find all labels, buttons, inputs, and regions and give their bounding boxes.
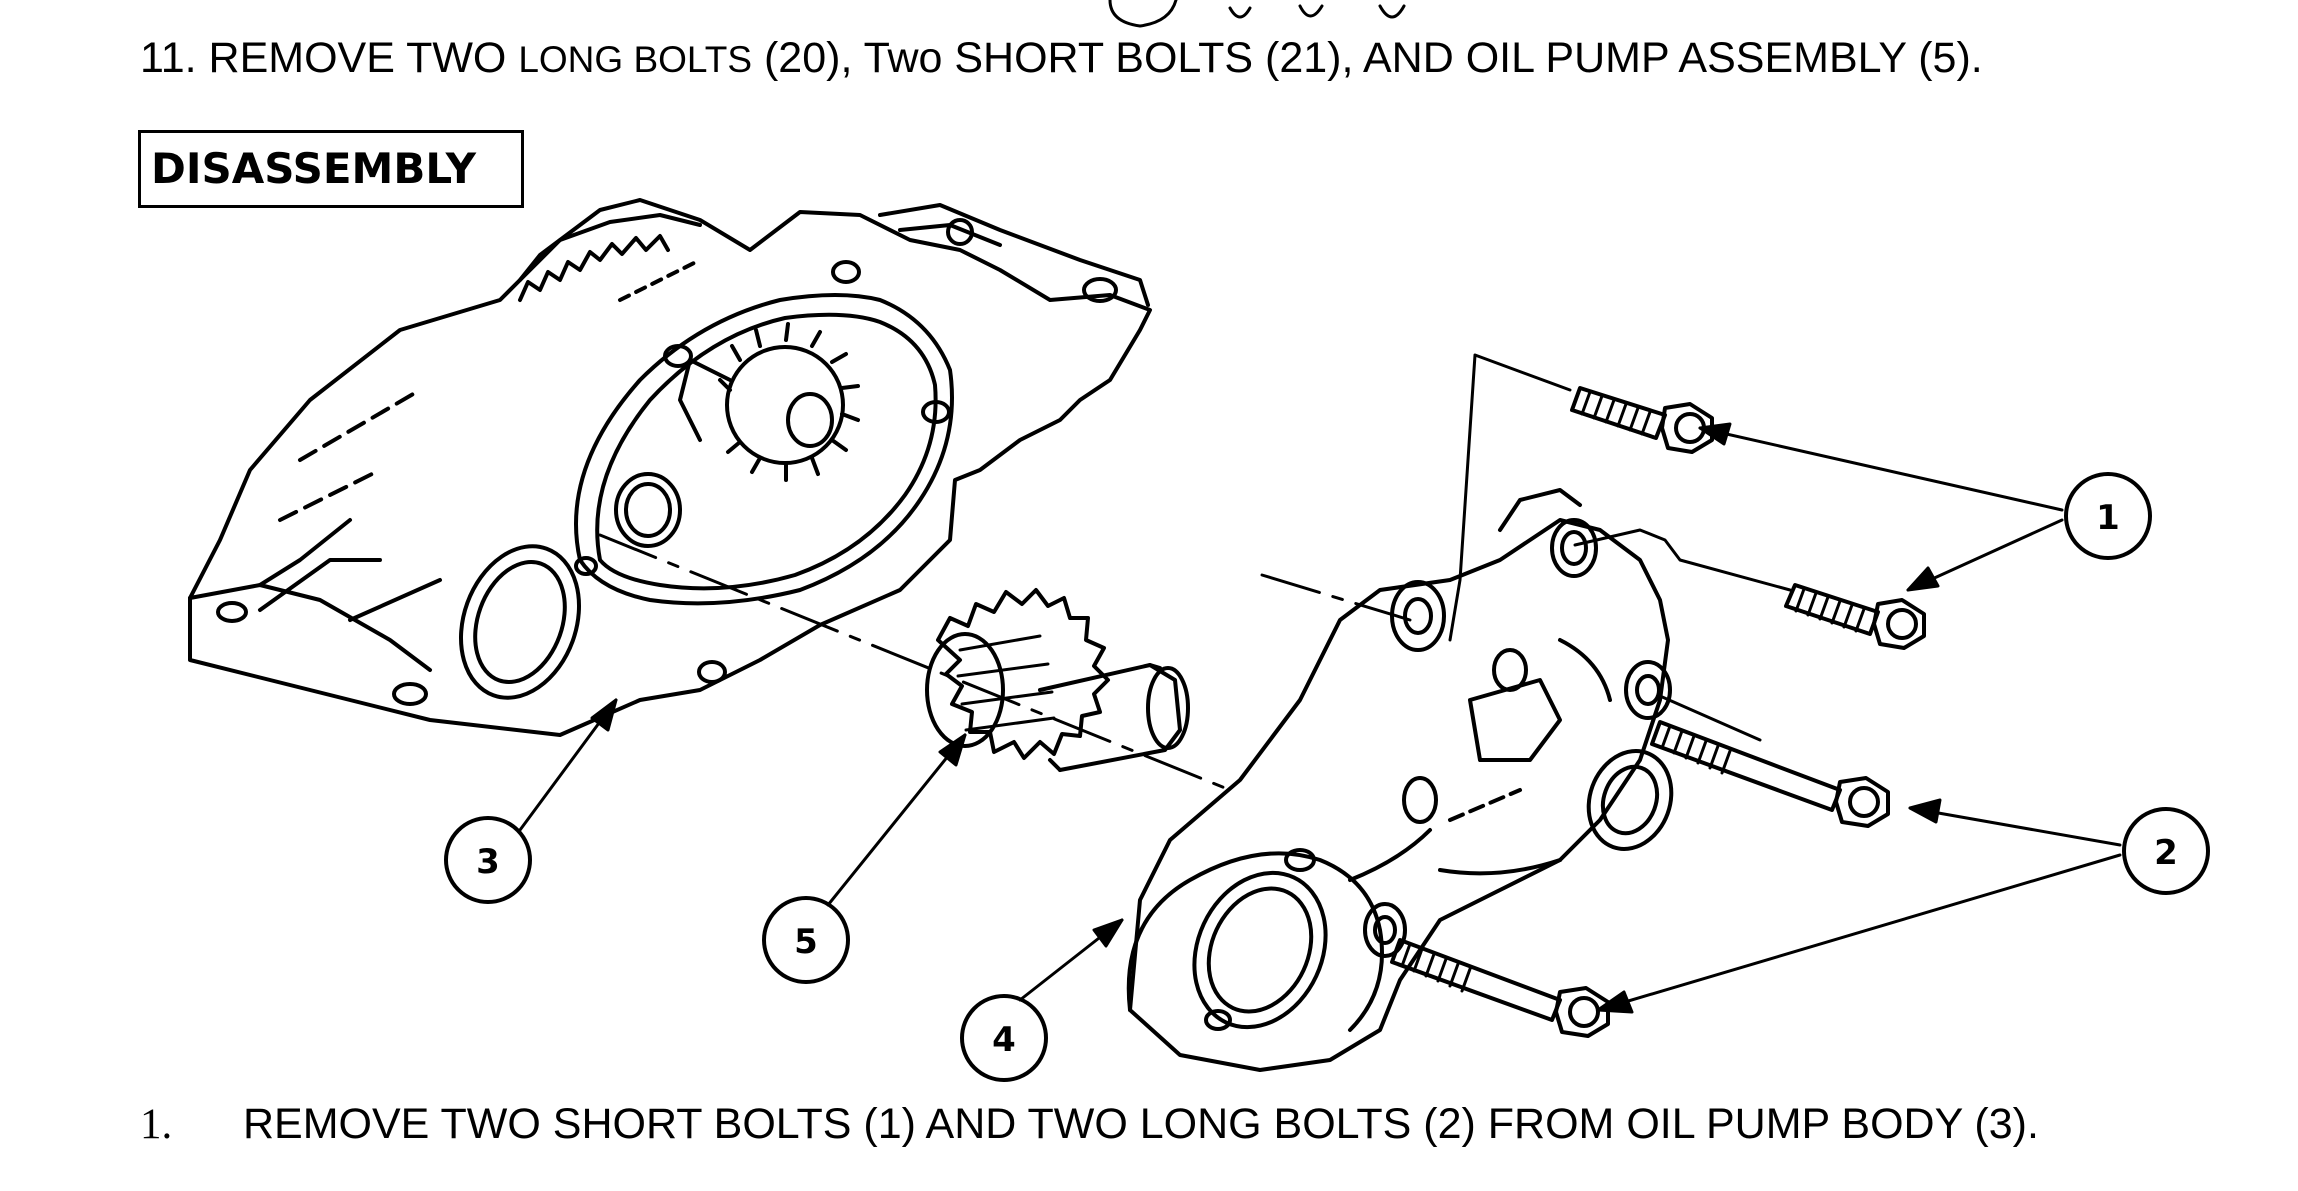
callout-5: 5 (762, 896, 850, 984)
step-11-instruction: 11. REMOVE TWO LONG BOLTS (20), Two SHOR… (140, 34, 1983, 83)
callout-4-label: 4 (992, 1020, 1016, 1060)
step-11-long-bolts: LONG BOLTS (518, 39, 753, 80)
section-heading-disassembly: DISASSEMBLY (138, 130, 524, 208)
bolt-guide-line-3 (1658, 694, 1762, 742)
callout-4: 4 (960, 994, 1048, 1082)
oil-pump-body-illustration (188, 198, 1152, 737)
partial-callout-top (1108, 0, 1178, 28)
callout-2-label: 2 (2154, 833, 2178, 873)
gear-shaft-illustration (925, 588, 1190, 772)
bolt-guide-line (1448, 353, 1572, 642)
long-bolt-lower (1390, 938, 1610, 1038)
partial-text-top (1228, 4, 1406, 19)
cover-centerline (1260, 573, 1412, 622)
long-bolt-upper (1650, 720, 1890, 828)
step-1-text: REMOVE TWO SHORT BOLTS (1) AND TWO LONG … (243, 1100, 2039, 1148)
callout-2: 2 (2122, 807, 2210, 895)
callout-leaders (518, 422, 2122, 1014)
step-1-number: 1. (140, 1101, 173, 1148)
oil-pump-cover-illustration (1126, 488, 1674, 1072)
step-1-instruction: 1. REMOVE TWO SHORT BOLTS (1) AND TWO LON… (140, 1100, 2039, 1149)
assembly-centerline (598, 533, 1232, 792)
callout-3-label: 3 (476, 842, 500, 882)
step-11-mid: (20), Two (752, 34, 955, 82)
bolt-guide-line-2 (1573, 528, 1792, 592)
callout-1-label: 1 (2096, 498, 2120, 538)
callout-1: 1 (2064, 472, 2152, 560)
callout-3: 3 (444, 816, 532, 904)
short-bolt-lower (1784, 583, 1926, 650)
step-11-prefix: 11. REMOVE TWO (140, 34, 519, 82)
callout-5-label: 5 (794, 922, 818, 962)
short-bolt-upper (1570, 386, 1714, 454)
step-11-rest: SHORT BOLTS (21), AND OIL PUMP ASSEMBLY … (954, 34, 1983, 82)
